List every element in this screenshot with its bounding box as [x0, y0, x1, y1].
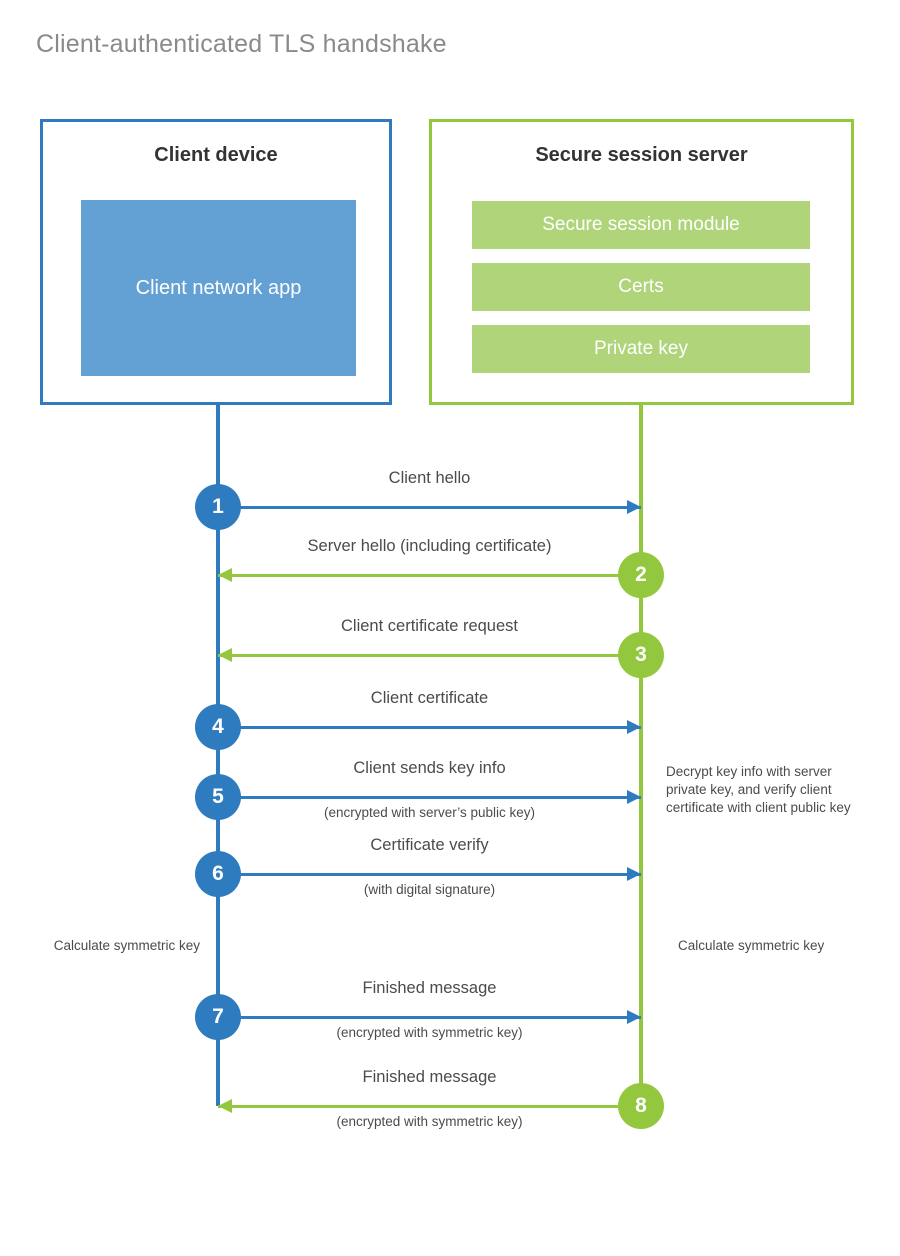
step-badge-5[interactable]: 5 [195, 774, 241, 820]
server-component-secure-session-module: Secure session module [472, 201, 810, 249]
arrow-head-icon [627, 867, 641, 881]
note-server-calculate-symmetric-key: Calculate symmetric key [678, 938, 825, 953]
arrow-head-icon [218, 1099, 232, 1113]
message-line [218, 873, 641, 876]
client-device-title: Client device [154, 144, 278, 166]
step-badge-7[interactable]: 7 [195, 994, 241, 1040]
secure-session-server-box: Secure session server Secure session mod… [429, 119, 854, 405]
arrow-head-icon [627, 720, 641, 734]
message-line [218, 506, 641, 509]
message-line [218, 1105, 641, 1108]
message-line [218, 574, 641, 577]
message-label: Client hello [388, 469, 471, 487]
server-component-certs: Certs [472, 263, 810, 311]
message-sublabel: (encrypted with symmetric key) [336, 1114, 523, 1129]
step-badge-4[interactable]: 4 [195, 704, 241, 750]
arrow-head-icon [627, 500, 641, 514]
message-sublabel: (with digital signature) [363, 882, 496, 897]
message-line [218, 796, 641, 799]
message-label: Server hello (including certificate) [307, 537, 552, 555]
note-client-calculate-symmetric-key: Calculate symmetric key [53, 938, 200, 953]
server-component-private-key: Private key [472, 325, 810, 373]
message-line [218, 654, 641, 657]
step-badge-6[interactable]: 6 [195, 851, 241, 897]
step-badge-2[interactable]: 2 [618, 552, 664, 598]
client-network-app-block: Client network app [81, 200, 356, 376]
message-label: Finished message [362, 979, 497, 997]
step-badge-3[interactable]: 3 [618, 632, 664, 678]
step-badge-1[interactable]: 1 [195, 484, 241, 530]
arrow-head-icon [627, 790, 641, 804]
arrow-head-icon [627, 1010, 641, 1024]
message-label: Certificate verify [370, 836, 489, 854]
server-lifeline [639, 405, 643, 1106]
message-label: Client certificate [370, 689, 489, 707]
page-title: Client-authenticated TLS handshake [36, 30, 447, 58]
message-label: Client certificate request [341, 617, 518, 635]
message-sublabel: (encrypted with server’s public key) [323, 805, 536, 820]
message-label: Finished message [362, 1068, 497, 1086]
note-server-decrypt-verify: Decrypt key info with server private key… [666, 764, 851, 816]
arrow-head-icon [218, 568, 232, 582]
step-badge-8[interactable]: 8 [618, 1083, 664, 1129]
message-line [218, 726, 641, 729]
client-lifeline [216, 405, 220, 1106]
secure-session-server-title: Secure session server [535, 144, 748, 166]
message-sublabel: (encrypted with symmetric key) [336, 1025, 523, 1040]
message-line [218, 1016, 641, 1019]
arrow-head-icon [218, 648, 232, 662]
client-device-box: Client device Client network app [40, 119, 392, 405]
message-label: Client sends key info [353, 759, 506, 777]
